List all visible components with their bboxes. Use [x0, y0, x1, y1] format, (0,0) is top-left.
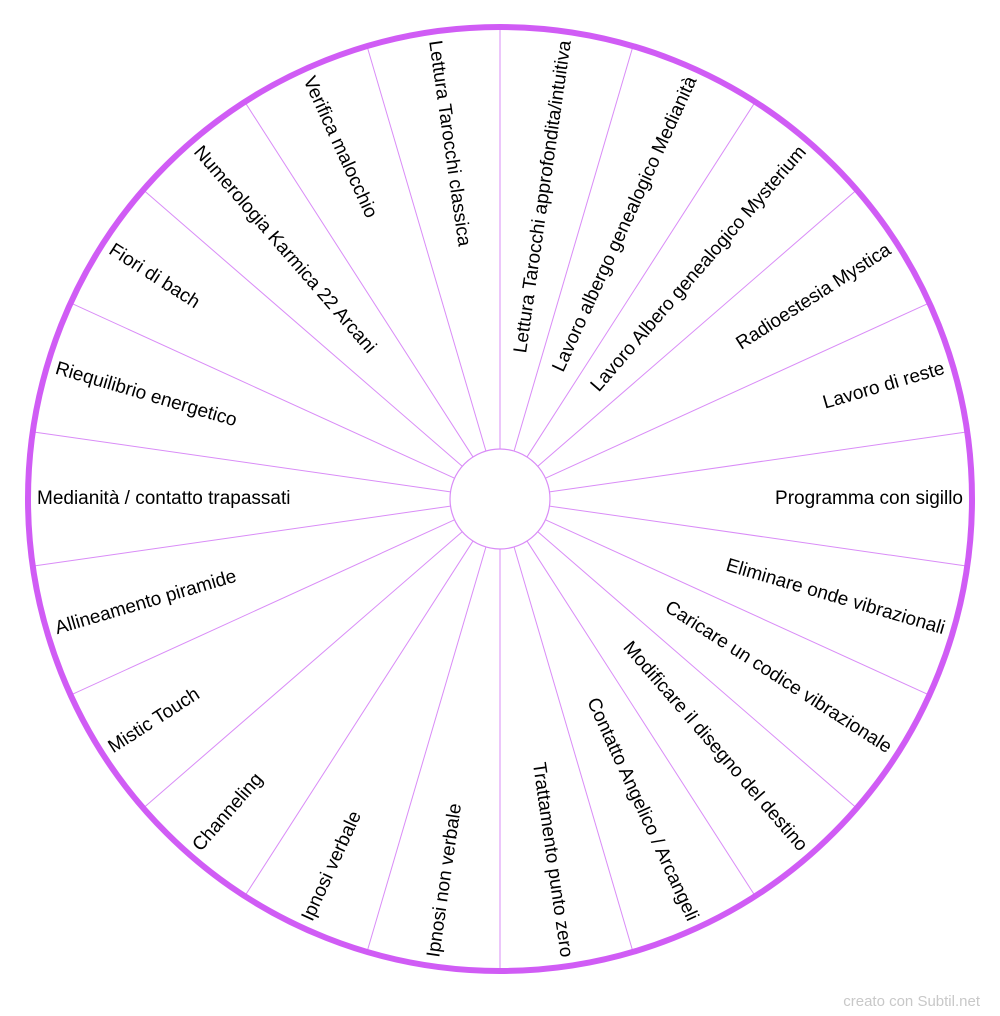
- segment-divider: [545, 302, 930, 479]
- segment-divider: [70, 302, 455, 479]
- segment-label: Trattamento punto zero: [528, 761, 577, 959]
- segment-label: Programma con sigillo: [775, 488, 963, 509]
- segment-label: Lavoro Albero genealogico Mysterium: [587, 142, 811, 396]
- segment-label: Ipnosi non verbale: [423, 802, 466, 959]
- segment-label: Lettura Tarocchi classica: [424, 39, 474, 248]
- segment-divider: [549, 505, 968, 567]
- segment-label: Mistic Touch: [105, 684, 204, 758]
- segment-label: Lavoro albergo genealogico Medianità: [549, 73, 702, 375]
- segment-divider: [526, 101, 756, 458]
- segment-label: Ipnosi verbale: [298, 808, 366, 924]
- segment-label: Lavoro di reste: [821, 358, 948, 414]
- segment-label: Channeling: [188, 769, 267, 855]
- segment-dividers: [32, 27, 968, 971]
- segment-divider: [537, 531, 858, 809]
- segment-label: Radioestesia Mystica: [733, 239, 896, 354]
- segment-divider: [366, 45, 487, 452]
- segment-label: Lettura Tarocchi approfondita/intuitiva: [510, 39, 576, 355]
- segment-divider: [545, 519, 930, 696]
- segment-label: Contatto Angelico / Arcangeli: [582, 695, 702, 925]
- segment-divider: [513, 546, 634, 953]
- wheel-rim: [25, 24, 975, 974]
- segment-divider: [32, 431, 451, 493]
- segment-divider: [526, 540, 756, 897]
- segment-divider: [549, 431, 968, 493]
- segment-label: Eliminare onde vibrazionali: [724, 555, 948, 639]
- credit-watermark: creato con Subtil.net: [843, 993, 980, 1010]
- segment-label: Riequilibrio energetico: [53, 358, 239, 431]
- segment-label: Allineamento piramide: [53, 566, 239, 639]
- wheel-hub[interactable]: [449, 448, 551, 550]
- segment-divider: [513, 45, 634, 452]
- segment-label: Fiori di bach: [105, 239, 203, 313]
- segment-divider: [142, 531, 463, 809]
- segment-label: Verifica malocchio: [299, 73, 382, 221]
- segment-divider: [142, 189, 463, 467]
- segment-divider: [70, 519, 455, 696]
- segment-divider: [537, 189, 858, 467]
- segment-label: Medianità / contatto trapassati: [37, 488, 290, 509]
- segment-divider: [244, 540, 474, 897]
- segment-divider: [32, 505, 451, 567]
- segment-divider: [244, 101, 474, 458]
- segment-divider: [366, 546, 487, 953]
